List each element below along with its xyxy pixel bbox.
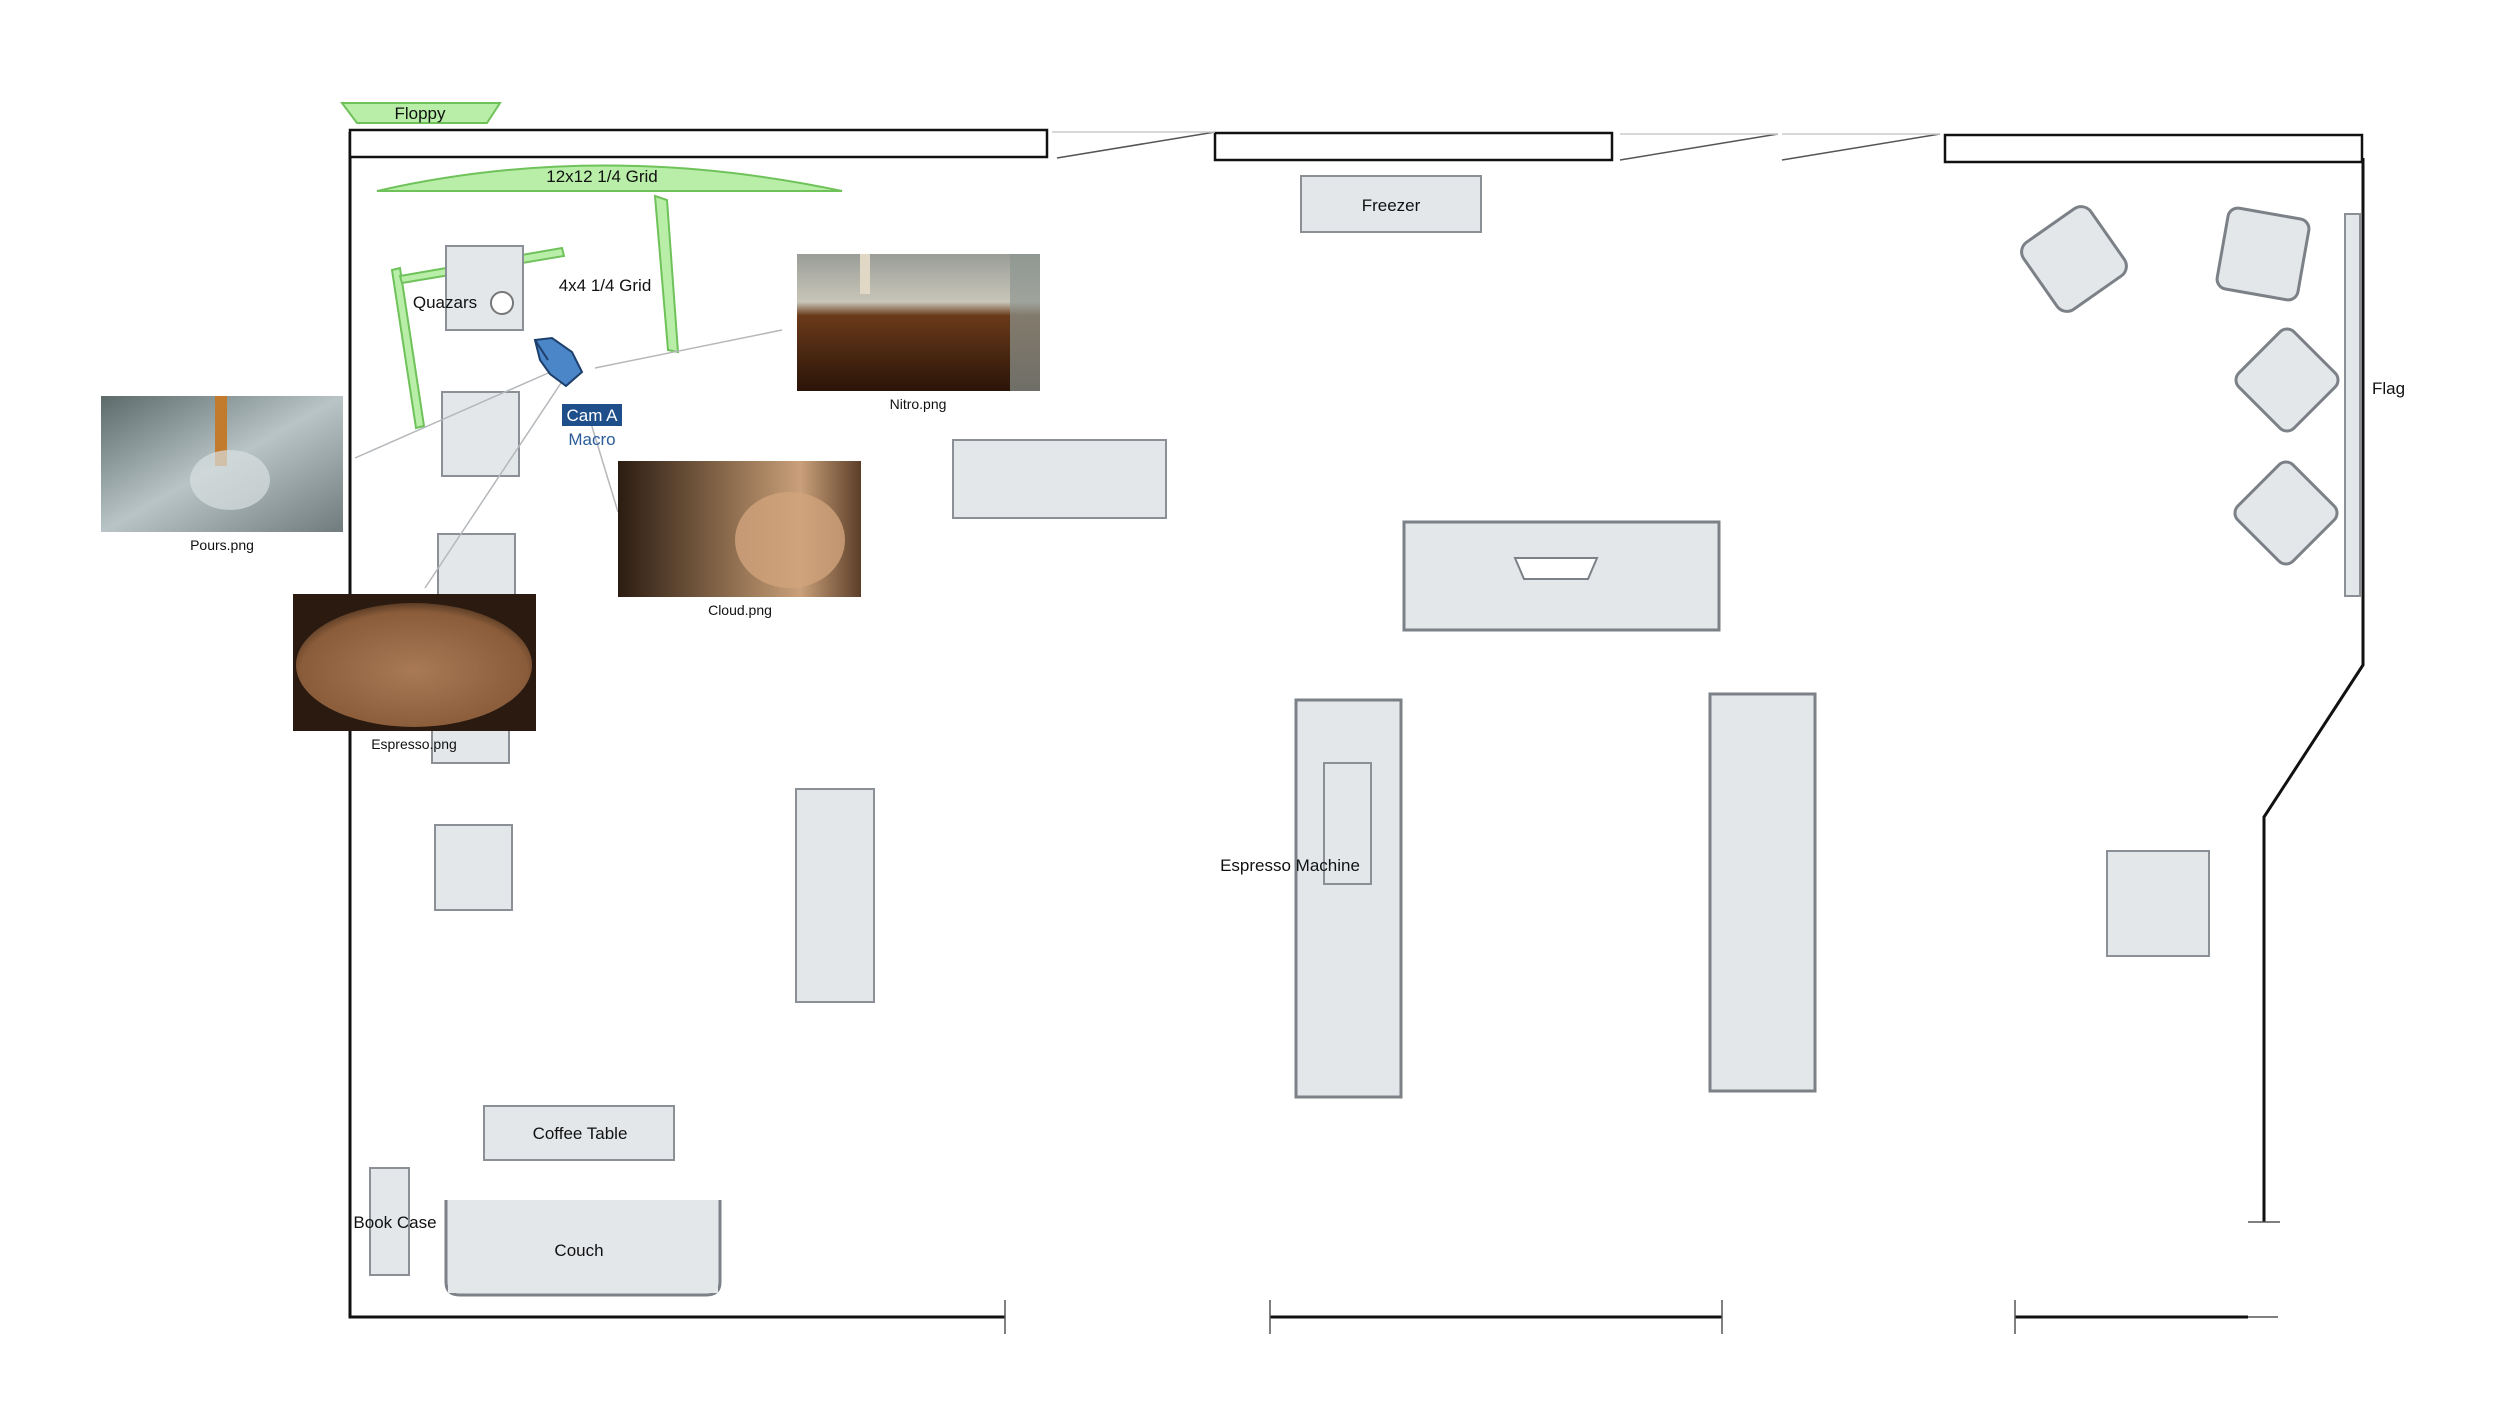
windows <box>348 128 2364 164</box>
couch[interactable]: Couch <box>444 1200 722 1297</box>
espresso-machine-label: Espresso Machine <box>1220 856 1360 875</box>
cloud-image[interactable]: Cloud.png <box>618 461 861 618</box>
grid-12x12-label: 12x12 1/4 Grid <box>546 167 658 186</box>
quazar-sticks[interactable] <box>390 194 680 430</box>
walls <box>348 132 2365 1334</box>
camera-name: Cam A <box>566 406 618 425</box>
flag[interactable]: Flag <box>2344 213 2405 597</box>
bar-counter[interactable] <box>1708 692 1817 1093</box>
freezer[interactable]: Freezer <box>1300 175 1482 233</box>
camera-sight-lines <box>354 329 783 589</box>
counter[interactable] <box>952 439 1167 519</box>
flag-label: Flag <box>2372 379 2405 398</box>
center-table[interactable] <box>1402 520 1721 632</box>
floppy-flag[interactable]: Floppy <box>340 102 502 124</box>
floppy-label: Floppy <box>394 104 446 123</box>
chairs[interactable] <box>2017 202 2342 568</box>
coffee-table[interactable]: Coffee Table <box>483 1105 675 1161</box>
freezer-label: Freezer <box>1362 196 1421 215</box>
grid-4x4-label: 4x4 1/4 Grid <box>559 276 652 295</box>
book-case-label: Book Case <box>353 1213 436 1232</box>
side-table[interactable] <box>795 788 875 1003</box>
book-case[interactable]: Book Case <box>353 1167 437 1276</box>
couch-label: Couch <box>554 1241 603 1260</box>
pours-image[interactable]: Pours.png <box>101 396 343 553</box>
grid-12x12[interactable]: 12x12 1/4 Grid <box>376 164 843 192</box>
nitro-image[interactable]: Nitro.png <box>797 254 1040 412</box>
espresso-caption: Espresso.png <box>371 736 457 752</box>
light-stands[interactable]: Quazars <box>413 245 524 911</box>
camera-icon[interactable] <box>533 336 584 388</box>
nitro-caption: Nitro.png <box>890 396 947 412</box>
cloud-caption: Cloud.png <box>708 602 772 618</box>
espresso-machine[interactable]: Espresso Machine <box>1220 698 1403 1099</box>
pours-caption: Pours.png <box>190 537 254 553</box>
side-box[interactable] <box>2106 850 2210 957</box>
coffee-table-label: Coffee Table <box>533 1124 628 1143</box>
quazars-label: Quazars <box>413 293 477 312</box>
camera-lens: Macro <box>568 430 615 449</box>
espresso-image[interactable]: Espresso.png <box>293 594 536 752</box>
